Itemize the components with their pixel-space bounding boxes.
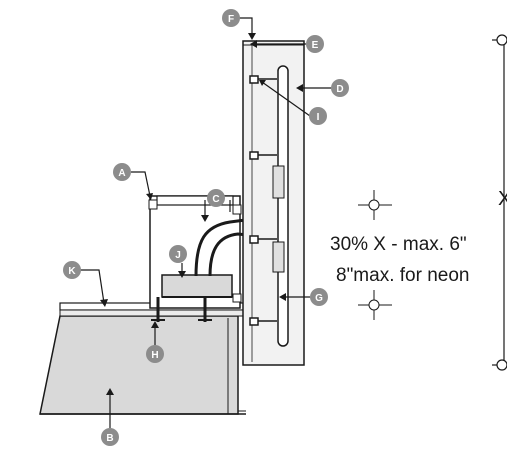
callout-A-label: A (118, 168, 125, 179)
callout-F-label: F (228, 14, 234, 25)
callout-G-label: G (315, 293, 323, 304)
callout-C-label: C (212, 194, 219, 205)
crosshair-top (358, 190, 392, 220)
clearance-note-line2: 8"max. for neon (336, 265, 469, 286)
callout-B-label: B (106, 433, 113, 444)
leader-lines (80, 17, 332, 428)
callout-B: B (101, 428, 119, 446)
callout-J-label: J (175, 250, 181, 261)
callout-K: K (63, 261, 81, 279)
callout-F: F (222, 9, 240, 27)
callout-D: D (331, 79, 349, 97)
base-raceway (39, 315, 246, 415)
callout-E-label: E (312, 40, 319, 51)
arrow-heads (100, 33, 303, 395)
callout-K-label: K (68, 266, 76, 277)
callout-G: G (310, 288, 328, 306)
transformer-box (161, 274, 233, 298)
callout-H: H (146, 345, 164, 363)
sign-panel (242, 40, 305, 366)
callout-I: I (309, 107, 327, 125)
callout-J: J (169, 245, 187, 263)
callout-E: E (306, 35, 324, 53)
neon-tube (272, 65, 289, 347)
crosshair-bottom (358, 290, 392, 320)
mounting-bolts (151, 297, 212, 322)
electrode-wires (194, 214, 277, 277)
dimension-line (492, 34, 507, 371)
callout-I-label: I (317, 112, 320, 123)
dimension-label: X (498, 188, 507, 210)
callout-A: A (113, 163, 131, 181)
callout-C: C (207, 189, 225, 207)
callout-H-label: H (151, 350, 158, 361)
clearance-note-line1: 30% X - max. 6" (330, 234, 467, 255)
callout-D-label: D (336, 84, 343, 95)
tube-supports (249, 75, 277, 326)
